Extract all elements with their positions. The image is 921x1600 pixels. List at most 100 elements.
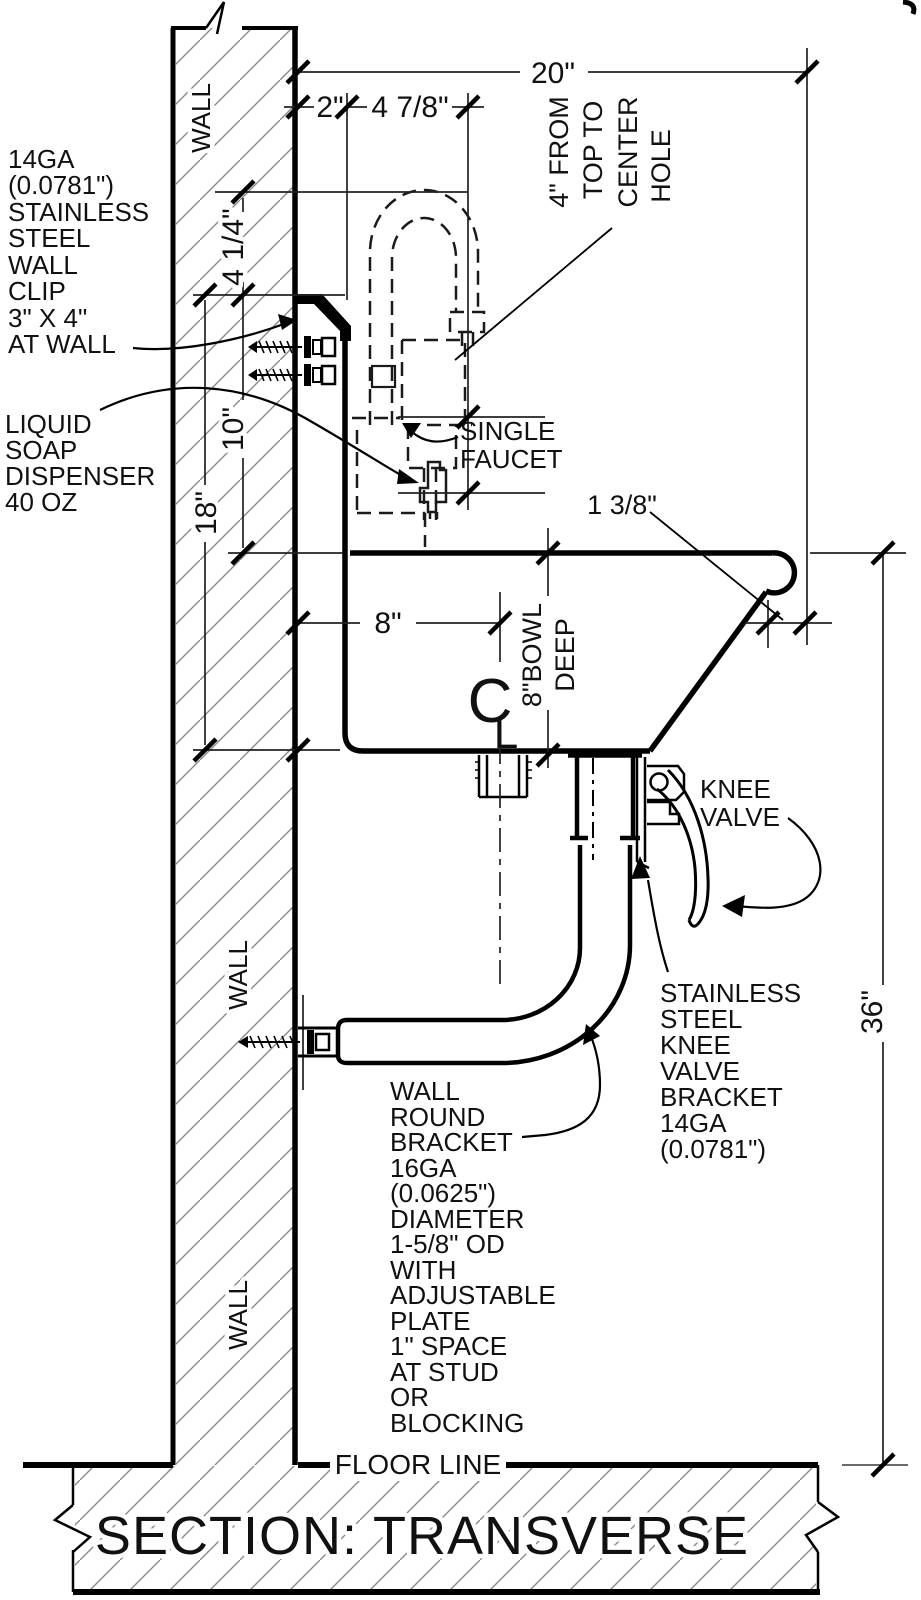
note-line: KNEE: [700, 774, 771, 804]
floor-hatch: [75, 1466, 816, 1591]
note-line: (0.0625"): [390, 1178, 496, 1208]
rim-curl: [764, 550, 798, 596]
note-line: VALVE: [700, 802, 780, 832]
wall-hatch: [176, 28, 294, 1465]
note-line: AT WALL: [8, 329, 116, 359]
dimensions: [193, 48, 908, 1476]
dim-hole-note: TOP TO: [578, 101, 608, 200]
dim-rim-height: 36": [856, 990, 889, 1034]
faucet-assembly: [352, 188, 486, 547]
wall-label: WALL: [223, 940, 253, 1010]
note-line: VALVE: [660, 1056, 740, 1086]
section-title: SECTION: TRANSVERSE: [95, 1506, 749, 1566]
note-line: 1" SPACE: [390, 1331, 507, 1361]
page-corner-artifact: [902, 0, 917, 15]
note-line: 14GA: [660, 1108, 727, 1138]
round-bracket-leader: [521, 1033, 602, 1139]
note-line: (0.0781"): [660, 1134, 766, 1164]
dim-clip-to-bottom: 18": [190, 491, 223, 535]
note-line: CLIP: [8, 276, 66, 306]
faucet-valve-body: [370, 364, 397, 389]
note-line: AT STUD: [390, 1357, 499, 1387]
clip-screw: [248, 336, 337, 358]
wall-section: WALL WALL WALL: [170, 1, 298, 1465]
note-line: ADJUSTABLE: [390, 1280, 556, 1310]
note-line: DIAMETER: [390, 1204, 524, 1234]
wall-clip-note: 14GA (0.0781") STAINLESS STEEL WALL CLIP…: [8, 144, 149, 359]
floor-section: FLOOR LINE SECTION: TRANSVERSE: [23, 1445, 841, 1595]
note-line: WALL: [8, 250, 78, 280]
note-line: BLOCKING: [390, 1408, 524, 1438]
wall-label: WALL: [186, 83, 216, 153]
note-line: 40 OZ: [5, 487, 77, 517]
centerline-l: L: [494, 709, 518, 758]
arrowhead-icon: [583, 1024, 600, 1045]
wall-break-icon: [204, 1, 226, 35]
note-line: BRACKET: [660, 1082, 783, 1112]
lag-screw: [238, 1030, 331, 1054]
wall-label: WALL: [223, 1280, 253, 1350]
dim-back-to-drain: 8": [374, 607, 401, 640]
note-line: FAUCET: [460, 444, 563, 474]
floor-line-label: FLOOR LINE: [335, 1449, 501, 1480]
leaders: [99, 227, 822, 1139]
valve-pivot-hole: [649, 772, 669, 792]
note-line: 14GA: [8, 144, 75, 174]
floor-line-label-bg: [330, 1448, 506, 1481]
note-line: SINGLE: [460, 416, 555, 446]
knee-bracket-leader: [646, 879, 670, 973]
note-line: (0.0781"): [8, 170, 114, 200]
note-line: OR: [390, 1382, 429, 1412]
note-line: ROUND: [390, 1102, 485, 1132]
dim-rim-return: 1 3/8": [587, 490, 657, 520]
dim-clip-to-rim: 10": [217, 407, 250, 451]
wall-round-bracket-note: WALL ROUND BRACKET 16GA (0.0625") DIAMET…: [390, 1076, 556, 1438]
note-line: PLATE: [390, 1306, 470, 1336]
soap-dispenser-note: LIQUID SOAP DISPENSER 40 OZ: [5, 409, 155, 517]
single-faucet-note: SINGLE FAUCET: [460, 416, 563, 474]
floor-break-icon: [804, 1501, 841, 1553]
dim-overall-width: 20": [531, 57, 575, 90]
wall-clip-leader: [132, 322, 285, 351]
note-line: STEEL: [8, 223, 90, 253]
annotations: 14GA (0.0781") STAINLESS STEEL WALL CLIP…: [5, 144, 801, 1438]
note-line: BRACKET: [390, 1127, 513, 1157]
arrowhead-icon: [397, 469, 419, 484]
dim-hole-note: HOLE: [646, 129, 676, 203]
arrowhead-icon: [402, 423, 421, 438]
note-line: 3" X 4": [8, 303, 87, 333]
drain-flange: [475, 755, 532, 799]
note-line: WITH: [390, 1255, 456, 1285]
note-line: 16GA: [390, 1153, 457, 1183]
dim-hole-note: CENTER: [613, 96, 643, 207]
note-line: DISPENSER: [5, 461, 155, 491]
hole-note-leader: [454, 227, 613, 361]
single-faucet-leader: [411, 431, 459, 443]
soap-dispenser-spout: [418, 460, 448, 519]
soap-dispenser-leader: [99, 386, 407, 479]
note-line: STAINLESS: [8, 197, 149, 227]
floor-break-icon: [52, 1504, 93, 1553]
wall-bracket-stub: [298, 995, 338, 1090]
arrowhead-icon: [722, 895, 745, 917]
gooseneck-faucet: [352, 188, 486, 547]
note-line: STAINLESS: [660, 978, 801, 1008]
rim-return-leader: [649, 511, 784, 621]
note-line: 1-5/8" OD: [390, 1229, 505, 1259]
dim-spout-clearance: 4 1/4": [217, 208, 250, 285]
note-line: KNEE: [660, 1030, 731, 1060]
note-line: STEEL: [660, 1004, 742, 1034]
knee-valve-note: KNEE VALVE: [700, 774, 780, 832]
dimension-labels: 20" 2" 4 7/8" 4 1/4" 10" 18" 8" 1 3/8" 3…: [186, 57, 894, 1039]
dim-bowl-depth: DEEP: [550, 618, 580, 692]
note-line: WALL: [390, 1076, 460, 1106]
note-line: SOAP: [5, 435, 77, 465]
knee-valve-bracket-note: STAINLESS STEEL KNEE VALVE BRACKET 14GA …: [660, 978, 801, 1164]
dim-bowl-depth: 8"BOWL: [517, 603, 547, 707]
dim-hole-offset: 4 7/8": [371, 91, 448, 124]
bracket-tube: [335, 845, 633, 1066]
centerline-c: C: [468, 667, 513, 736]
knee-lever: [656, 768, 710, 928]
